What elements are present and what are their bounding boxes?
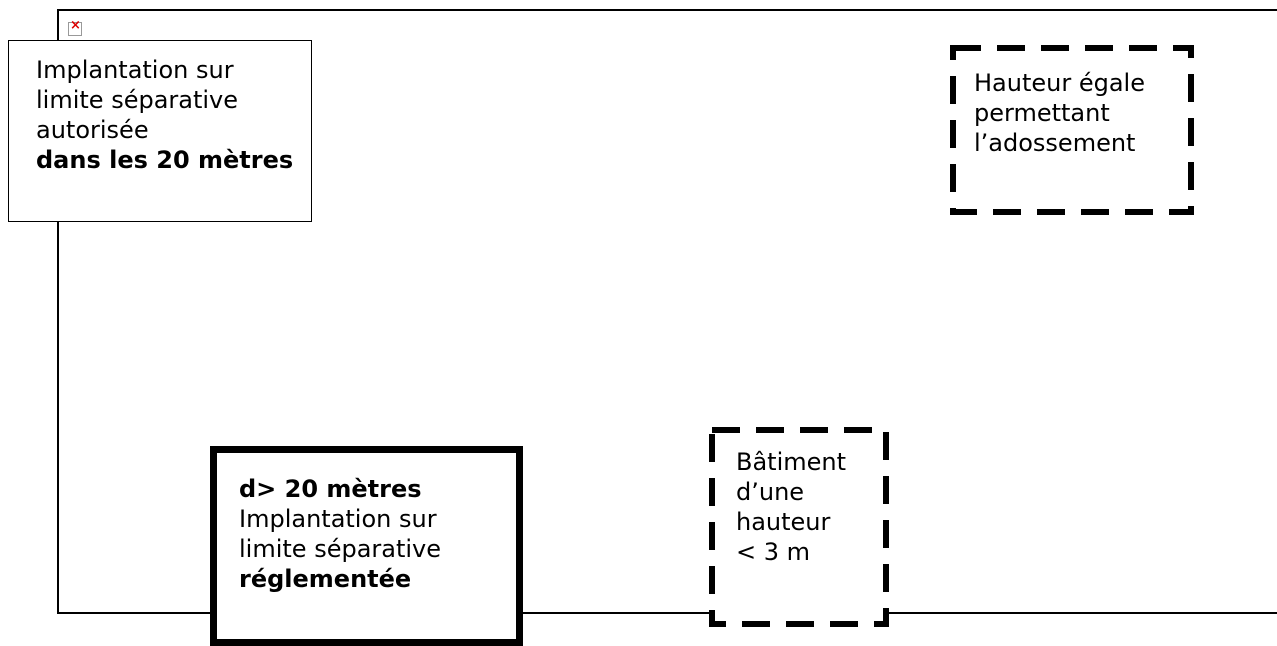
text-bold-line: réglementée (239, 565, 412, 593)
label-building-under-3m: Bâtiment d’une hauteur < 3 m (709, 426, 889, 627)
text-line: < 3 m (736, 538, 811, 566)
dashed-border-bottom-small (709, 427, 889, 627)
text-line: Implantation sur (36, 56, 234, 84)
text-line: Hauteur égale (974, 69, 1145, 97)
label-authorized-within-20m: Implantation sur limite séparative autor… (8, 40, 312, 222)
label-equal-height: Hauteur égale permettant l’adossement (950, 46, 1194, 214)
text-bold-line: d> 20 mètres (239, 475, 422, 503)
bottom-boundary-line (57, 612, 1277, 614)
broken-image-icon (68, 18, 82, 36)
text-bold-line: dans les 20 mètres (36, 146, 294, 174)
text-line: permettant (974, 99, 1110, 127)
dashed-border-top-right (950, 45, 1194, 215)
text-line: limite séparative (36, 86, 239, 114)
text-line: l’adossement (974, 129, 1136, 157)
text-line: limite séparative (239, 535, 442, 563)
text-line: d’une (736, 478, 805, 506)
label-regulated-beyond-20m: d> 20 mètres Implantation sur limite sép… (210, 446, 523, 646)
top-boundary-line (58, 9, 1277, 11)
left-boundary-line (57, 9, 59, 614)
text-line: Bâtiment (736, 448, 847, 476)
text-line: hauteur (736, 508, 831, 536)
text-line: autorisée (36, 116, 149, 144)
text-line: Implantation sur (239, 505, 437, 533)
